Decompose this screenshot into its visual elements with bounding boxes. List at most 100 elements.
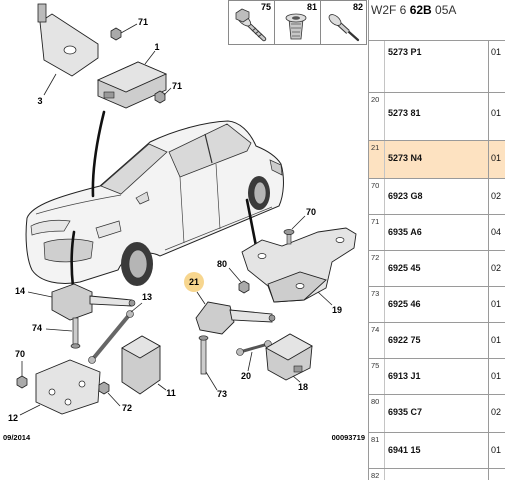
callout-21-selected[interactable]: 21 xyxy=(189,277,199,287)
part-quantity: 02 xyxy=(488,251,505,286)
screw-part-71-top xyxy=(110,27,122,41)
hardware-box xyxy=(320,0,367,45)
callout-12[interactable]: 12 xyxy=(8,413,18,423)
leader-line xyxy=(107,392,121,407)
bracket-part-11 xyxy=(121,335,161,395)
nut-part-80 xyxy=(238,280,250,294)
bracket-plate xyxy=(35,359,101,415)
part-ref-number: 74 xyxy=(371,325,380,334)
screw-part-72 xyxy=(98,381,110,395)
part-number[interactable]: 5273 81 xyxy=(384,93,488,140)
pointer-line-module xyxy=(91,110,106,198)
part-number[interactable]: 6923 G8 xyxy=(384,179,488,214)
vehicle-illustration xyxy=(25,120,284,286)
callout-11[interactable]: 11 xyxy=(166,388,176,398)
sensor-body xyxy=(195,301,235,335)
part-number[interactable] xyxy=(384,469,488,480)
hardware-item-75[interactable]: 75 xyxy=(228,0,275,45)
vehicle-taillight xyxy=(269,159,283,176)
vehicle-windshield xyxy=(100,143,168,195)
part-quantity: 01 xyxy=(488,323,505,358)
vehicle-side-windows xyxy=(168,123,252,178)
bracket-face xyxy=(121,335,161,359)
exploded-parts-diagram: 75 81 82 xyxy=(3,0,367,442)
screw-part-70-right xyxy=(283,229,295,245)
callout-70[interactable]: 70 xyxy=(306,207,316,217)
hardware-item-82[interactable]: 82 xyxy=(320,0,367,45)
part-quantity: 01 xyxy=(488,287,505,322)
part-ref-number: 72 xyxy=(371,253,380,262)
screw-head xyxy=(283,229,295,235)
leader-line xyxy=(163,87,172,96)
part-number[interactable]: 5273 N4 xyxy=(384,141,488,178)
callout-73[interactable]: 73 xyxy=(217,389,227,399)
part-number[interactable]: 6913 J1 xyxy=(384,359,488,394)
diagram-code-part-c: 05A xyxy=(435,3,457,17)
vehicle-grille xyxy=(43,238,94,263)
callout-70[interactable]: 70 xyxy=(15,349,25,359)
pointer-line-rear-sensor xyxy=(245,198,258,248)
module-connector xyxy=(103,91,115,99)
leader-line xyxy=(291,215,306,230)
bolt-icon xyxy=(235,8,267,42)
screw-head xyxy=(70,343,81,349)
bracket-hole xyxy=(295,283,305,289)
bracket-hole xyxy=(48,388,56,396)
rivet-icon xyxy=(328,14,360,42)
bracket-plate xyxy=(39,13,99,77)
sensor-part-14 xyxy=(51,283,136,321)
part-number[interactable]: 6935 A6 xyxy=(384,215,488,250)
part-number[interactable]: 5273 P1 xyxy=(384,41,488,92)
callout-74[interactable]: 74 xyxy=(32,323,42,333)
part-ref-number: 81 xyxy=(371,435,380,444)
diagram-reference: 00093719 xyxy=(332,433,365,442)
sensor-arm-ball xyxy=(268,314,276,322)
part-quantity xyxy=(488,469,505,480)
callout-71[interactable]: 71 xyxy=(138,17,148,27)
callout-71[interactable]: 71 xyxy=(172,81,182,91)
vehicle-mirror xyxy=(135,191,150,205)
part-number[interactable]: 6925 46 xyxy=(384,287,488,322)
part-number[interactable]: 6941 15 xyxy=(384,433,488,468)
callout-13[interactable]: 13 xyxy=(142,292,152,302)
part-number[interactable]: 6935 C7 xyxy=(384,395,488,432)
leader-line xyxy=(292,375,301,383)
rod-ball-end xyxy=(236,348,244,356)
part-number[interactable]: 6922 75 xyxy=(384,323,488,358)
bolt-thread xyxy=(251,27,263,38)
callout-1[interactable]: 1 xyxy=(154,42,159,52)
hardware-item-81[interactable]: 81 xyxy=(274,0,321,45)
leader-line xyxy=(43,73,57,96)
callout-72[interactable]: 72 xyxy=(122,403,132,413)
callout-19[interactable]: 19 xyxy=(332,305,342,315)
sensor-part-18 xyxy=(265,333,313,381)
callout-3[interactable]: 3 xyxy=(37,96,42,106)
screw-shank xyxy=(72,317,79,347)
leader-line xyxy=(45,328,73,332)
callout-18[interactable]: 18 xyxy=(298,382,308,392)
sensor-top-face xyxy=(265,333,313,361)
control-module-part-1 xyxy=(96,61,168,109)
part-ref-number: 73 xyxy=(371,289,380,298)
callout-80[interactable]: 80 xyxy=(217,259,227,269)
callout-14[interactable]: 14 xyxy=(15,286,25,296)
part-row[interactable]: 82 xyxy=(369,468,505,480)
sensor-connector xyxy=(293,365,303,373)
leader-line xyxy=(317,291,333,306)
sensor-arm xyxy=(89,295,133,307)
diagram-date: 09/2014 xyxy=(3,433,31,442)
part-number[interactable]: 6925 45 xyxy=(384,251,488,286)
callout-20[interactable]: 20 xyxy=(241,371,251,381)
